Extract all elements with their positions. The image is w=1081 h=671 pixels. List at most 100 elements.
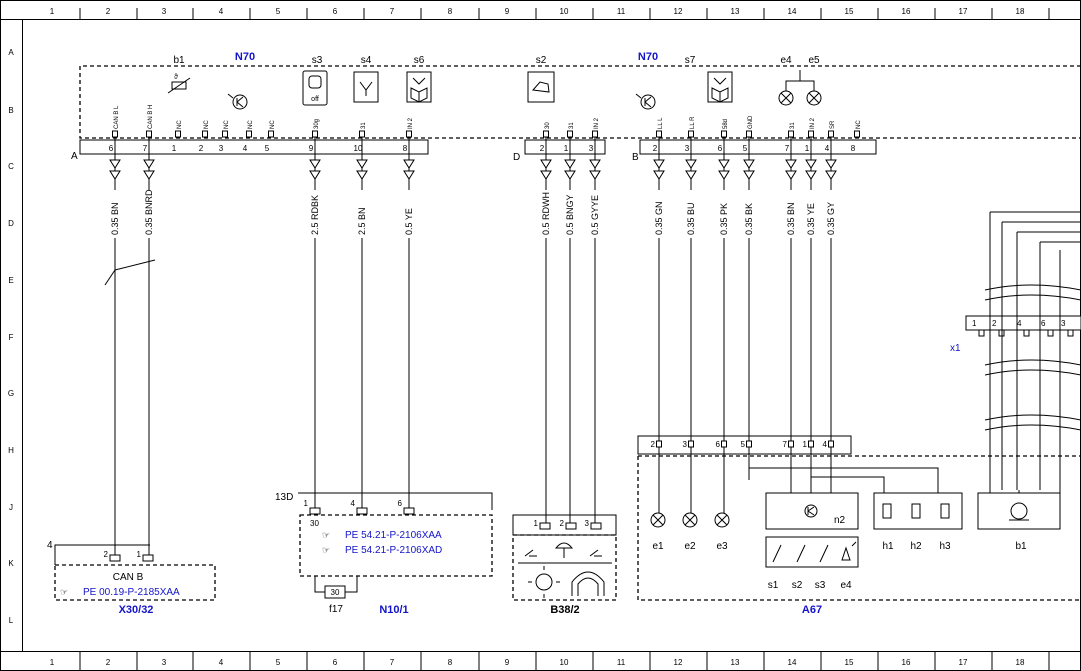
connector-pin — [222, 130, 228, 138]
pin-signal-label: LL L — [658, 117, 664, 129]
switch-icon — [796, 544, 806, 563]
ruler-column: 12 — [674, 658, 683, 667]
ruler-row: H — [8, 446, 14, 455]
a67-pin-number: 3 — [683, 440, 688, 449]
fuse-icon — [324, 585, 346, 599]
wire-terminal-icon — [356, 159, 368, 169]
x1-pin — [1047, 329, 1054, 337]
motor-label: b1 — [1015, 541, 1027, 552]
wire-label: 0.35 BK — [744, 203, 754, 235]
pin-number: 7 — [143, 144, 148, 153]
cable-bundle-break — [984, 414, 1081, 431]
reference-icon: ☞ — [322, 530, 330, 540]
x1-pin-number: 1 — [972, 319, 977, 328]
b38-enclosure — [512, 534, 617, 601]
rain-sensor-icon — [524, 542, 602, 558]
n10-pin-label: 1 — [304, 499, 309, 508]
x1-label: x1 — [950, 343, 961, 354]
pin-number: 9 — [309, 144, 314, 153]
lamp-icon — [714, 512, 730, 528]
wire-label: 0.5 GYYE — [590, 195, 600, 235]
ruler-row: D — [8, 219, 14, 228]
svg-text:off: off — [311, 96, 319, 103]
b38-label: B38/2 — [550, 604, 579, 616]
wire-terminal-icon — [403, 170, 415, 180]
wire-terminal-icon — [143, 170, 155, 180]
a67-pin — [688, 440, 694, 448]
b38-pin-label: 1 — [534, 519, 539, 528]
ruler-column: 16 — [902, 658, 911, 667]
symbol-label: s3 — [312, 55, 323, 66]
wire-terminal-icon — [143, 159, 155, 169]
x30-pin-a-label: 2 — [104, 550, 109, 559]
switch-block — [765, 536, 859, 568]
ruler-column: 14 — [788, 7, 797, 16]
wire-label: 0.5 RDWH — [541, 192, 551, 235]
connector-pin — [721, 130, 727, 138]
ruler-column: 13 — [731, 7, 740, 16]
x1-wires — [989, 212, 1061, 490]
ruler-column: 5 — [276, 658, 281, 667]
connector-pin — [406, 130, 412, 138]
connector-pin — [312, 130, 318, 138]
wire-terminal-icon — [825, 170, 837, 180]
ruler-row: E — [8, 276, 13, 285]
n10-pin-label: 6 — [398, 499, 403, 508]
motor-icon — [1009, 502, 1029, 521]
x30-label: X30/32 — [119, 604, 154, 616]
wire-terminal-icon — [309, 170, 321, 180]
pin-signal-label: IN 2 — [594, 117, 600, 129]
pin-signal-label: NC — [248, 120, 254, 129]
reference-icon: ☞ — [322, 545, 330, 555]
wire-terminal-icon — [785, 159, 797, 169]
lamp-label: e3 — [716, 541, 728, 552]
x30-title: CAN B — [113, 572, 144, 583]
fuse-label: f17 — [329, 604, 343, 615]
n70-label-right: N70 — [638, 51, 658, 63]
connector-pin — [359, 130, 365, 138]
pin-signal-label: IN 2 — [810, 117, 816, 129]
pin-number: 4 — [243, 144, 248, 153]
n10-label: N10/1 — [379, 604, 408, 616]
ruler-column: 9 — [505, 7, 510, 16]
pin-number: 2 — [540, 144, 545, 153]
heater-label: h1 — [882, 541, 894, 552]
ruler-column: 17 — [959, 658, 968, 667]
wire-terminal-icon — [403, 159, 415, 169]
pin-number: 3 — [589, 144, 594, 153]
x30-reference: PE 00.19-P-2185XAA — [83, 587, 180, 598]
connector-pin — [808, 130, 814, 138]
pin-number: 1 — [805, 144, 810, 153]
wire-label: 0.35 PK — [719, 203, 729, 235]
pin-signal-label: 31 — [361, 122, 367, 129]
pin-signal-label: NC — [856, 120, 862, 129]
lamp-icon — [650, 512, 666, 528]
a67-pin-number: 4 — [823, 440, 828, 449]
ruler-column: 6 — [333, 658, 338, 667]
wire-terminal-icon — [685, 170, 697, 180]
ruler-column: 13 — [731, 658, 740, 667]
connector-pin — [268, 130, 274, 138]
n2-label: n2 — [834, 515, 846, 526]
wire-terminal-icon — [785, 170, 797, 180]
wire-label: 0.5 BNGY — [565, 194, 575, 235]
ruler-column: 8 — [448, 7, 453, 16]
pin-number: 6 — [718, 144, 723, 153]
wire-label: 2.5 RDBK — [310, 195, 320, 235]
a67-pin — [808, 440, 814, 448]
a67-pin — [656, 440, 662, 448]
connector-b-strip — [639, 139, 877, 155]
ruler-column: 10 — [560, 658, 569, 667]
wire-terminal-icon — [805, 170, 817, 180]
pin-number: 5 — [743, 144, 748, 153]
ruler-row: J — [9, 503, 13, 512]
symbol-label: e4 — [780, 55, 792, 66]
x1-pin-number: 4 — [1017, 319, 1022, 328]
wire-label: 0.35 BNRD — [144, 189, 154, 235]
interior-light-switch-icon — [353, 71, 379, 103]
a67-connector-strip — [637, 435, 852, 455]
switch-off-icon: off — [302, 70, 328, 106]
symbol-label: s6 — [414, 55, 425, 66]
connector-pin — [146, 130, 152, 138]
